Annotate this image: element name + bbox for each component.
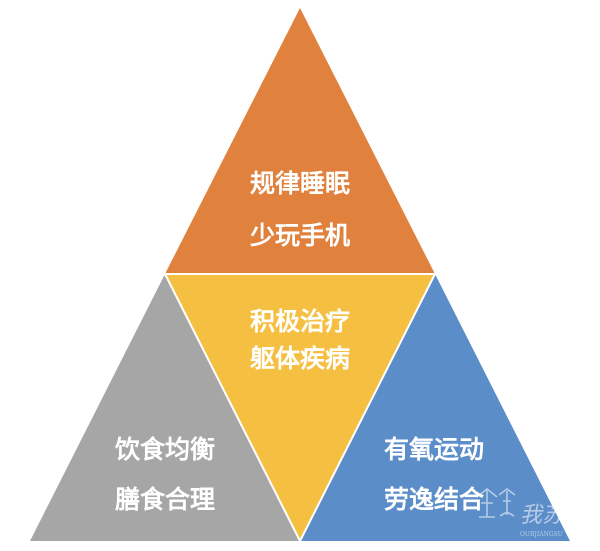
right-label-line1: 有氧运动 bbox=[384, 435, 484, 464]
center-label-line2: 躯体疾病 bbox=[249, 344, 350, 373]
left-label-line2: 膳食合理 bbox=[115, 485, 215, 514]
watermark-brand: 我苏 bbox=[520, 503, 567, 528]
center-triangle bbox=[165, 274, 435, 541]
top-triangle bbox=[165, 8, 435, 274]
left-label-line1: 饮食均衡 bbox=[114, 435, 215, 464]
center-label-line1: 积极治疗 bbox=[250, 307, 350, 336]
labels: 规律睡眠 少玩手机 积极治疗 躯体疾病 饮食均衡 膳食合理 有氧运动 劳逸结合 bbox=[114, 169, 485, 514]
top-label-line1: 规律睡眠 bbox=[250, 169, 350, 198]
watermark: 我苏 OURJIANGSU bbox=[476, 487, 567, 538]
left-triangle bbox=[30, 274, 300, 541]
watermark-sub: OURJIANGSU bbox=[520, 531, 563, 538]
top-label-line2: 少玩手机 bbox=[249, 221, 350, 250]
right-label-line2: 劳逸结合 bbox=[384, 485, 485, 514]
right-triangle bbox=[300, 274, 570, 541]
watermark-logo-icon bbox=[476, 487, 516, 518]
separators bbox=[164, 273, 437, 544]
